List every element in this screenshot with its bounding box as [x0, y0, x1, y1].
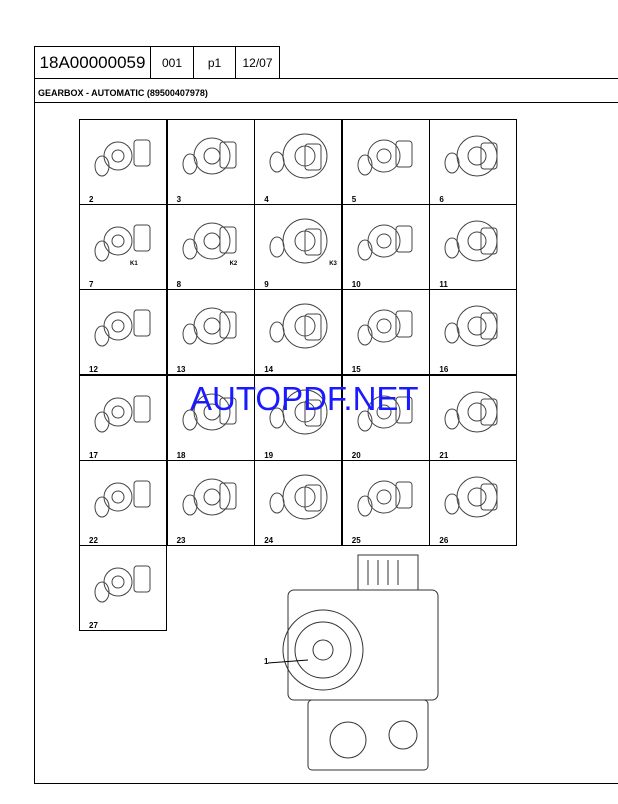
part-cell[interactable]: 16: [429, 289, 518, 376]
part-illustration-icon: [444, 391, 498, 433]
part-illustration-icon: [444, 476, 498, 518]
part-illustration-icon: [94, 395, 151, 433]
part-illustration-icon: [269, 218, 328, 264]
page-frame: [34, 78, 618, 784]
part-illustration-icon: [269, 389, 328, 435]
part-cell[interactable]: 24: [254, 459, 343, 546]
part-number: 4: [264, 195, 269, 204]
part-number: 9: [264, 280, 269, 290]
part-illustration-icon: [182, 478, 237, 516]
part-number: 10: [351, 280, 361, 290]
part-cell[interactable]: 12: [79, 289, 167, 376]
part-cell[interactable]: 6: [429, 119, 518, 205]
part-illustration-icon: [357, 224, 413, 261]
part-cell[interactable]: 17: [79, 374, 167, 461]
part-cell[interactable]: 13: [166, 289, 255, 376]
part-number: 27: [89, 621, 98, 630]
part-cell[interactable]: 10: [341, 204, 430, 291]
part-illustration-icon: [269, 303, 328, 349]
part-number: 5: [351, 195, 357, 204]
part-cell[interactable]: 7 K1: [79, 204, 167, 291]
part-number: 14: [264, 365, 274, 375]
date: 12/07: [235, 46, 280, 78]
part-number: 18: [176, 450, 186, 460]
part-illustration-icon: [357, 139, 413, 176]
part-illustration-icon: [444, 135, 498, 177]
part-number: 19: [264, 450, 274, 460]
part-cell[interactable]: 23: [166, 459, 255, 546]
part-code: 18A00000059: [34, 46, 151, 78]
part-illustration-icon: [357, 395, 413, 432]
part-number: 17: [89, 450, 98, 460]
part-number: 23: [176, 535, 186, 545]
part-number: 24: [264, 535, 274, 545]
part-number: 25: [351, 535, 361, 545]
part-cell[interactable]: 18: [166, 374, 255, 461]
part-cell[interactable]: 2: [79, 119, 167, 205]
part-cell[interactable]: 22: [79, 459, 167, 546]
part-number: 7: [89, 280, 94, 290]
part-cell[interactable]: 25: [341, 459, 430, 546]
part-illustration-icon: [182, 393, 237, 431]
part-illustration-icon: [444, 305, 498, 347]
part-number: 13: [176, 365, 186, 375]
part-number: 16: [439, 365, 449, 375]
part-illustration-icon: [94, 480, 151, 518]
part-number: 22: [89, 535, 98, 545]
part-illustration-icon: [269, 474, 328, 520]
part-number: 2: [89, 195, 94, 204]
part-illustration-icon: [182, 222, 237, 260]
gearbox-assembly-drawing: [268, 554, 439, 771]
part-number: 6: [439, 195, 444, 204]
page-number: p1: [193, 46, 236, 78]
page-title: GEARBOX - AUTOMATIC (89500407978): [34, 78, 618, 103]
part-cell[interactable]: 4: [254, 119, 343, 205]
part-cell[interactable]: 19: [254, 374, 343, 461]
section-number: 001: [150, 46, 194, 78]
clutch-tag: K2: [229, 261, 238, 268]
part-illustration-icon: [94, 565, 151, 603]
part-cell[interactable]: 9 K3: [254, 204, 343, 291]
watermark: AUTOPDF.NET: [190, 380, 419, 417]
part-cell[interactable]: 3: [166, 119, 255, 205]
part-number: 11: [439, 280, 448, 290]
clutch-tag: K1: [130, 261, 138, 268]
part-cell[interactable]: 14: [254, 289, 343, 376]
part-number: 20: [351, 450, 361, 460]
part-illustration-icon: [94, 224, 151, 262]
part-illustration-icon: [269, 133, 328, 179]
part-illustration-icon: [94, 309, 151, 347]
part-cell[interactable]: 27: [79, 545, 167, 631]
part-number: 15: [351, 365, 361, 375]
part-cell[interactable]: 15: [341, 289, 430, 376]
part-number: 3: [176, 195, 182, 204]
clutch-tag: K3: [329, 261, 337, 268]
part-illustration-icon: [357, 480, 413, 517]
main-assembly-label: 1: [264, 657, 269, 666]
part-illustration-icon: [94, 139, 151, 177]
part-cell[interactable]: 21: [429, 374, 518, 461]
part-illustration-icon: [182, 307, 237, 345]
part-number: 26: [439, 535, 449, 545]
part-illustration-icon: [357, 309, 413, 346]
part-illustration-icon: [444, 220, 498, 262]
part-cell[interactable]: 26: [429, 459, 518, 546]
part-illustration-icon: [182, 137, 237, 175]
part-number: 8: [176, 280, 182, 290]
part-cell[interactable]: 11: [429, 204, 518, 291]
part-cell[interactable]: 5: [341, 119, 430, 205]
part-number: 21: [439, 450, 449, 460]
part-cell[interactable]: 8 K2: [166, 204, 255, 291]
part-number: 12: [89, 365, 98, 375]
